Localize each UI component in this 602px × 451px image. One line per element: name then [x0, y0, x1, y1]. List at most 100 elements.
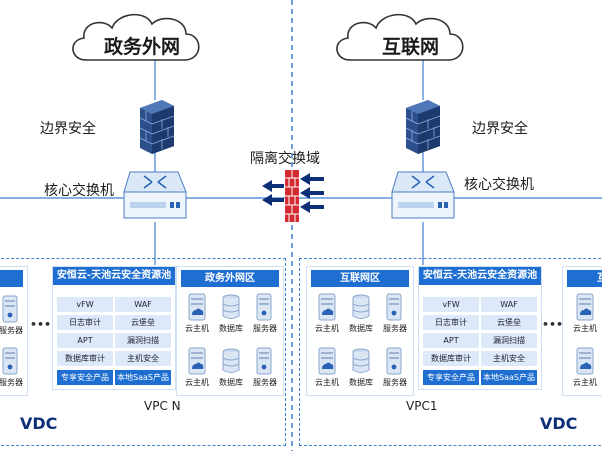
- border-security-label: 边界安全: [40, 121, 96, 137]
- cloud-host-icon: [188, 347, 206, 375]
- cloud-host-icon: [318, 347, 336, 375]
- security-product-chip-highlight: 专享安全产品: [423, 370, 479, 385]
- cloud-host-icon: [188, 293, 206, 321]
- device-label: 数据库: [349, 324, 373, 333]
- security-product-chip: vFW: [423, 297, 479, 312]
- government-network-cloud-label: 政务外网: [104, 36, 181, 58]
- cloud-icon: [336, 13, 464, 61]
- device-label: 服务器: [383, 378, 407, 387]
- vdc-label: VDC: [20, 414, 58, 433]
- more-vpc-ellipsis: •••: [30, 318, 52, 331]
- device-label: 云主机: [573, 324, 597, 333]
- device-label: 数据库: [219, 378, 243, 387]
- border-security-label: 边界安全: [472, 121, 528, 137]
- cloud-host-device: 云主机: [179, 347, 215, 391]
- security-product-chip: 主机安全: [115, 351, 171, 366]
- vdc-container-left: [0, 258, 286, 446]
- security-product-chip: APT: [423, 333, 479, 348]
- database-icon: [222, 348, 240, 373]
- device-label: 服务器: [0, 378, 23, 387]
- security-product-chip-highlight: 专享安全产品: [57, 370, 113, 385]
- server-device: 服务器: [247, 347, 283, 391]
- arrow-left-icon: [262, 180, 284, 206]
- security-product-chip-highlight: 本地SaaS产品: [115, 370, 171, 385]
- security-product-chip: WAF: [115, 297, 171, 312]
- server-device: 服务器: [377, 347, 413, 391]
- cloud-host-icon: [576, 293, 594, 321]
- server-device: 服务器: [247, 293, 283, 337]
- database-device: 数据库: [213, 347, 249, 391]
- device-label: 服务器: [383, 324, 407, 333]
- security-product-chip: 日志审计: [57, 315, 113, 330]
- security-product-chip: 数据库审计: [423, 351, 479, 366]
- server-icon: [2, 295, 18, 323]
- device-label: 云主机: [315, 378, 339, 387]
- internet-zone: 互联网区 云主机 数据库 服务器 云主机 数据库 服务器: [306, 266, 414, 396]
- cloud-host-device: 云主机: [309, 347, 345, 391]
- device-label: 云主机: [185, 378, 209, 387]
- device-label: 云主机: [315, 324, 339, 333]
- device-label: 云主机: [185, 324, 209, 333]
- database-device: 数据库: [343, 293, 379, 337]
- security-product-chip: APT: [57, 333, 113, 348]
- server-device: 服务器: [0, 295, 29, 339]
- database-device: 数据库: [343, 347, 379, 391]
- core-switch-label: 核心交换机: [44, 183, 114, 199]
- more-vpc-ellipsis: •••: [542, 318, 564, 331]
- server-icon: [386, 293, 402, 321]
- device-label: 数据库: [219, 324, 243, 333]
- security-product-chip-highlight: 本地SaaS产品: [481, 370, 537, 385]
- security-product-chip: 漏洞扫描: [481, 333, 537, 348]
- firewall-icon: [405, 100, 441, 154]
- server-icon: [2, 347, 18, 375]
- device-label: 云主机: [573, 378, 597, 387]
- core-switch-icon: [391, 171, 455, 219]
- partial-zone-header: 互: [567, 270, 602, 287]
- security-product-chip: WAF: [481, 297, 537, 312]
- database-icon: [352, 348, 370, 373]
- vdc-container-right: [299, 258, 602, 446]
- database-device: 数据库: [213, 293, 249, 337]
- security-product-chip: 日志审计: [423, 315, 479, 330]
- server-icon: [256, 293, 272, 321]
- arrow-left-icon: [300, 173, 324, 213]
- vdc-label: VDC: [540, 414, 578, 433]
- core-switch-icon: [123, 171, 187, 219]
- server-device: 服务器: [377, 293, 413, 337]
- security-pool-title: 安恒云-天池云安全资源池: [419, 267, 541, 285]
- security-product-chip: 主机安全: [481, 351, 537, 366]
- isolation-wall-icon: [285, 170, 299, 222]
- cloud-host-icon: [576, 347, 594, 375]
- security-product-chip: vFW: [57, 297, 113, 312]
- device-label: 服务器: [253, 378, 277, 387]
- security-resource-pool-left: 安恒云-天池云安全资源池 vFW WAF 日志审计 云堡垒 APT 漏洞扫描 数…: [52, 266, 176, 390]
- cloud-host-device: 云主机: [567, 347, 602, 391]
- cloud-host-icon: [318, 293, 336, 321]
- server-icon: [256, 347, 272, 375]
- partial-zone-left: 服务器 服务器: [0, 266, 28, 396]
- device-label: 服务器: [0, 326, 23, 335]
- isolation-exchange-domain-label: 隔离交换域: [250, 151, 320, 167]
- zone-title: 政务外网区: [181, 270, 279, 287]
- zone-title: 互联网区: [311, 270, 409, 287]
- vpc-label: VPC1: [406, 399, 438, 413]
- database-icon: [222, 294, 240, 319]
- government-network-zone: 政务外网区 云主机 数据库 服务器 云主机 数据库 服务器: [176, 266, 284, 396]
- vpc-label: VPC N: [144, 399, 181, 413]
- security-product-chip: 漏洞扫描: [115, 333, 171, 348]
- device-label: 数据库: [349, 378, 373, 387]
- cloud-host-device: 云主机: [567, 293, 602, 337]
- security-pool-title: 安恒云-天池云安全资源池: [53, 267, 175, 285]
- security-product-chip: 云堡垒: [481, 315, 537, 330]
- internet-cloud-label: 互联网: [382, 36, 440, 58]
- device-label: 服务器: [253, 324, 277, 333]
- partial-zone-right: 互 云主机 云主机: [562, 266, 602, 396]
- security-product-chip: 云堡垒: [115, 315, 171, 330]
- cloud-host-device: 云主机: [309, 293, 345, 337]
- security-resource-pool-right: 安恒云-天池云安全资源池 vFW WAF 日志审计 云堡垒 APT 漏洞扫描 数…: [418, 266, 542, 390]
- firewall-icon: [139, 100, 175, 154]
- cloud-host-device: 云主机: [179, 293, 215, 337]
- database-icon: [352, 294, 370, 319]
